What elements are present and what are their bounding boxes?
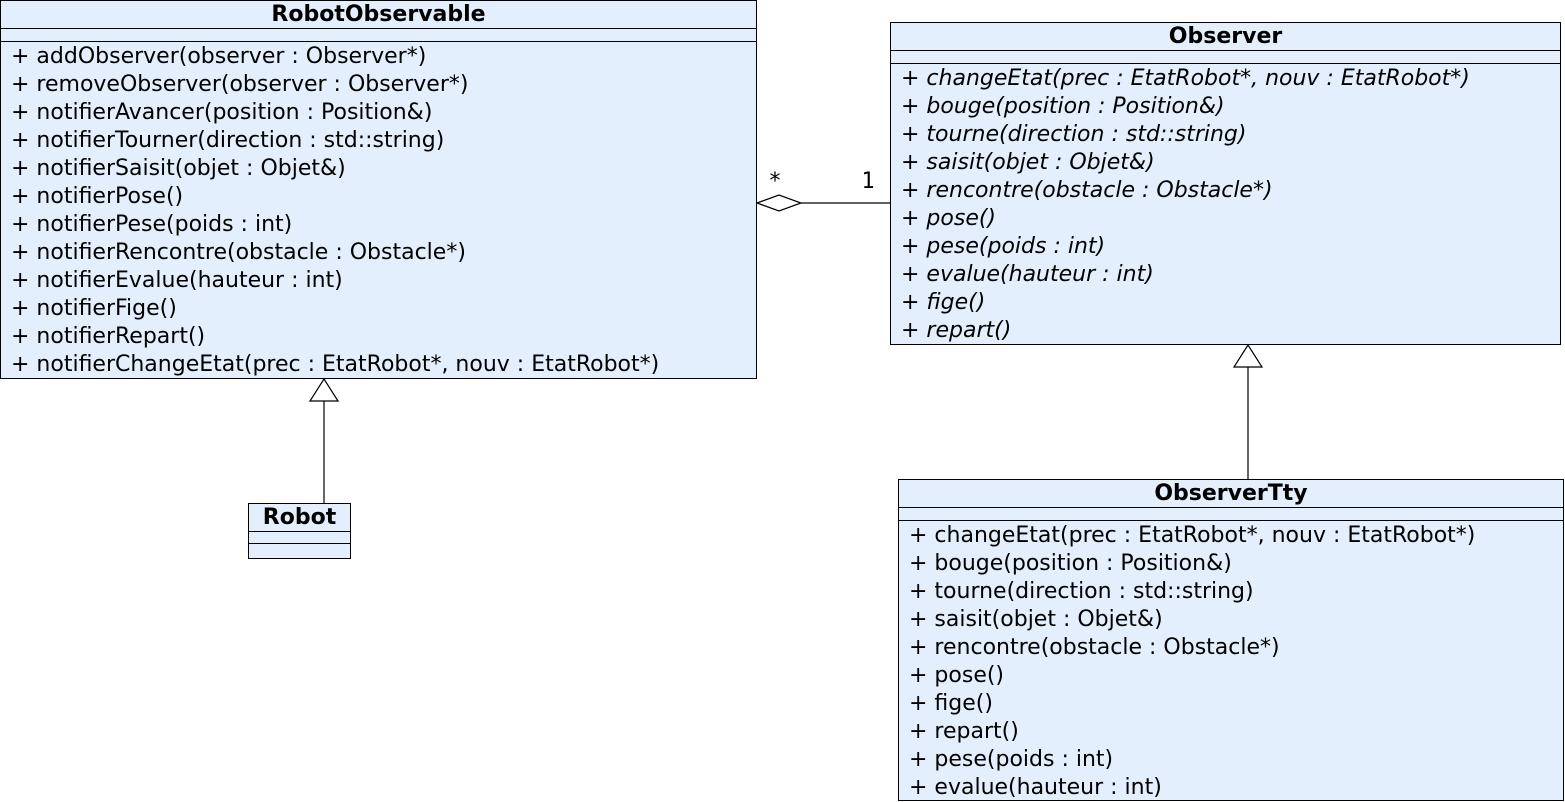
operation-row: + notifierChangeEtat(prec : EtatRobot*, … xyxy=(11,352,660,377)
operation-row: + pese(poids : int) xyxy=(901,234,1106,259)
operation-row: + rencontre(obstacle : Obstacle*) xyxy=(909,635,1280,660)
operation-row: + fige() xyxy=(909,691,993,716)
generalization-robot-robotobservable[interactable] xyxy=(308,377,340,503)
generalization-triangle-icon xyxy=(1232,343,1264,368)
generalization-triangle-icon xyxy=(308,377,340,402)
class-robot-observable[interactable]: RobotObservable + addObserver(observer :… xyxy=(0,0,757,379)
operation-row: + changeEtat(prec : EtatRobot*, nouv : E… xyxy=(909,523,1476,548)
attributes-compartment xyxy=(891,51,1560,64)
operation-row: + tourne(direction : std::string) xyxy=(909,579,1254,604)
operations-compartment: + changeEtat(prec : EtatRobot*, nouv : E… xyxy=(891,64,1560,345)
operation-row: + evalue(hauteur : int) xyxy=(901,262,1154,287)
operations-compartment: + changeEtat(prec : EtatRobot*, nouv : E… xyxy=(899,521,1563,802)
operation-row: + notifierAvancer(position : Position&) xyxy=(11,100,433,125)
class-name: Robot xyxy=(249,504,350,532)
operation-row: + notifierTourner(direction : std::strin… xyxy=(11,128,445,153)
class-name: RobotObservable xyxy=(1,1,756,29)
class-name: Observer xyxy=(891,23,1560,51)
aggregation-diamond-icon xyxy=(755,194,803,212)
operation-row: + bouge(position : Position&) xyxy=(909,551,1232,576)
operation-row: + saisit(objet : Objet&) xyxy=(901,150,1155,175)
operations-compartment xyxy=(249,544,350,555)
operation-row: + notifierSaisit(objet : Objet&) xyxy=(11,156,346,181)
operation-row: + evalue(hauteur : int) xyxy=(909,775,1162,800)
operation-row: + repart() xyxy=(901,318,1012,343)
operation-row: + addObserver(observer : Observer*) xyxy=(11,44,427,69)
operation-row: + tourne(direction : std::string) xyxy=(901,122,1247,147)
operation-row: + saisit(objet : Objet&) xyxy=(909,607,1163,632)
class-robot[interactable]: Robot xyxy=(248,503,351,559)
operation-row: + notifierRepart() xyxy=(11,324,206,349)
aggregation-robotobservable-observer[interactable]: * 1 xyxy=(755,169,890,212)
operation-row: + bouge(position : Position&) xyxy=(901,94,1225,119)
attributes-compartment xyxy=(249,532,350,544)
operation-row: + notifierFige() xyxy=(11,296,177,321)
multiplicity-whole-side: * xyxy=(768,169,781,194)
operation-row: + repart() xyxy=(909,719,1019,744)
operation-row: + changeEtat(prec : EtatRobot*, nouv : E… xyxy=(901,66,1470,91)
generalization-observertty-observer[interactable] xyxy=(1232,343,1264,479)
operation-row: + notifierEvalue(hauteur : int) xyxy=(11,268,343,293)
operation-row: + pose() xyxy=(901,206,997,231)
attributes-compartment xyxy=(899,508,1563,521)
class-observer-tty[interactable]: ObserverTty + changeEtat(prec : EtatRobo… xyxy=(898,479,1564,801)
operation-row: + pose() xyxy=(909,663,1005,688)
operation-row: + pese(poids : int) xyxy=(909,747,1114,772)
operation-row: + removeObserver(observer : Observer*) xyxy=(11,72,469,97)
operations-compartment: + addObserver(observer : Observer*) + rem… xyxy=(1,42,756,379)
operation-row: + rencontre(obstacle : Obstacle*) xyxy=(901,178,1273,203)
operation-row: + notifierPese(poids : int) xyxy=(11,212,293,237)
operation-row: + fige() xyxy=(901,290,986,315)
multiplicity-part-side: 1 xyxy=(861,169,874,194)
operation-row: + notifierPose() xyxy=(11,184,184,209)
class-observer[interactable]: Observer + changeEtat(prec : EtatRobot*,… xyxy=(890,22,1561,345)
operation-row: + notifierRencontre(obstacle : Obstacle*… xyxy=(11,240,466,265)
class-name: ObserverTty xyxy=(899,480,1563,508)
attributes-compartment xyxy=(1,29,756,42)
